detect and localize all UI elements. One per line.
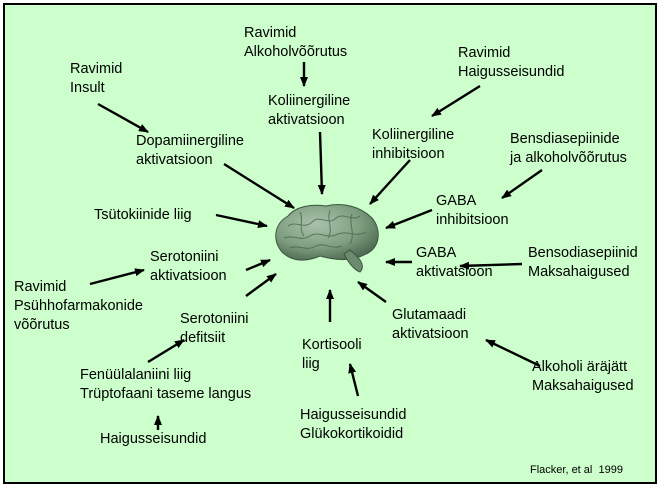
label-haigusseisundid-top: Ravimid Haigusseisundid (458, 44, 564, 82)
label-serotoniini-akt: Serotoniini aktivatsioon (150, 248, 227, 286)
label-koliin-inh: Koliinergiline inhibitsioon (372, 126, 454, 164)
label-bensodiasepiinide: Bensdiasepiinide ja alkoholvõõrutus (510, 130, 627, 168)
label-dopamiin: Dopamiinergiline aktivatsioon (136, 132, 244, 170)
label-fenuulalaniin: Fenüülalaniini liig Trüptofaani taseme l… (80, 366, 251, 404)
label-insult: Ravimid Insult (70, 60, 122, 98)
label-haigusseisundid-bottom: Haigusseisundid (100, 430, 206, 449)
label-alkoholvoorutus: Ravimid Alkoholvõõrutus (244, 24, 347, 62)
label-glutamaadi: Glutamaadi aktivatsioon (392, 306, 469, 344)
label-gaba-akt: GABA aktivatsioon (416, 244, 493, 282)
citation: Flacker, et al 1999 (530, 464, 623, 477)
label-kortisooli: Kortisooli liig (302, 336, 362, 374)
label-serotoniini-def: Serotoniini defitsiit (180, 310, 249, 348)
label-koliin-akt: Koliinergiline aktivatsioon (268, 92, 350, 130)
label-tsutokiinid: Tsütokiinide liig (94, 206, 192, 225)
label-alkoholi-arajatt: Alkoholi äräjätt Maksahaigused (532, 358, 634, 396)
label-gaba-inh: GABA inhibitsioon (436, 192, 509, 230)
label-bensodiasepiinid-maksa: Bensodiasepiinid Maksahaigused (528, 244, 638, 282)
label-haigusseisundid-gluko: Haigusseisundid Glükokortikoidid (300, 406, 406, 444)
label-psuhhofarmakonid: Ravimid Psühhofarmakonide võõrutus (14, 278, 143, 335)
